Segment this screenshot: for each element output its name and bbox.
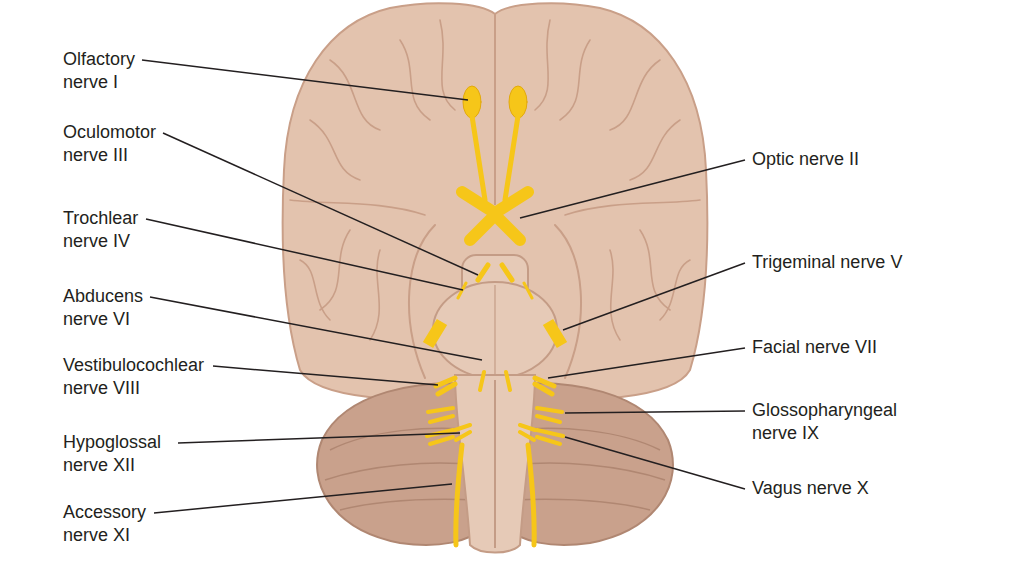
cerebrum-outline	[283, 3, 708, 400]
gyrus	[370, 250, 380, 340]
nerve-label: Abducens nerve VI	[63, 285, 168, 331]
cranial-nerves	[427, 86, 563, 545]
glossopharyngeal-vagus-nerves	[427, 408, 563, 444]
lateral-sulcus	[290, 200, 425, 215]
temporal-lobe-edge	[409, 225, 435, 378]
gyrus	[400, 40, 430, 120]
trigeminal-nerve	[428, 322, 562, 345]
pons-groove	[494, 285, 495, 375]
nerve-label: Oculomotor nerve III	[63, 121, 178, 167]
leader-line	[565, 437, 745, 489]
leader-line	[213, 366, 438, 385]
nerve-label: Vestibulocochlear nerve VIII	[63, 354, 228, 400]
leader-line	[154, 484, 452, 513]
gyrus	[610, 60, 660, 130]
leader-line	[563, 263, 745, 330]
nerve-label: Vagus nerve X	[752, 477, 869, 500]
leader-line	[142, 60, 468, 100]
gyri	[290, 20, 700, 378]
olfactory-tract	[472, 116, 485, 200]
optic-chiasm	[462, 192, 528, 240]
gyrus	[630, 120, 680, 180]
olfactory-bulb	[463, 86, 481, 118]
hypoglossal-nerve	[455, 425, 535, 440]
leader-line	[565, 411, 745, 413]
cerebrum	[283, 3, 708, 400]
facial-vestibulocochlear-nerves	[436, 378, 554, 394]
pons	[433, 282, 557, 378]
nerve-label: Glossopharyngeal nerve IX	[752, 399, 917, 445]
lateral-sulcus	[565, 200, 700, 215]
folium	[325, 463, 478, 480]
gyrus	[535, 20, 550, 110]
brainstem	[433, 255, 557, 553]
leader-line	[548, 348, 745, 378]
olfactory-tract	[505, 116, 518, 200]
nerve-label: Facial nerve VII	[752, 336, 877, 359]
leader-line	[150, 297, 482, 360]
trochlear-nerve	[458, 283, 532, 298]
abducens-nerve	[480, 372, 510, 390]
gyrus	[300, 260, 330, 320]
leader-lines	[142, 60, 745, 513]
oculomotor-nerve	[478, 265, 512, 280]
nerve-label: Olfactory nerve I	[63, 48, 158, 94]
accessory-nerve	[456, 445, 534, 545]
gyrus	[560, 40, 590, 120]
pyramid-groove	[494, 380, 496, 548]
folium	[512, 463, 665, 480]
olfactory-bulb	[509, 86, 527, 118]
nerve-label: Optic nerve II	[752, 148, 859, 171]
leader-line	[163, 133, 478, 275]
gyrus	[640, 230, 670, 310]
nerve-label: Hypoglossal nerve XII	[63, 431, 193, 477]
gyrus	[310, 120, 360, 180]
medulla	[455, 375, 535, 553]
longitudinal-fissure	[494, 14, 496, 205]
leader-line	[146, 219, 463, 290]
nerve-label: Trochlear nerve IV	[63, 207, 168, 253]
leader-line	[520, 160, 745, 218]
gyrus	[610, 250, 620, 340]
gyrus	[320, 230, 350, 310]
nerve-label: Trigeminal nerve V	[752, 251, 902, 274]
leader-line	[178, 433, 460, 443]
gyrus	[330, 60, 380, 130]
nerve-label: Accessory nerve XI	[63, 501, 173, 547]
temporal-lobe-edge	[555, 225, 581, 378]
gyrus	[660, 260, 690, 320]
